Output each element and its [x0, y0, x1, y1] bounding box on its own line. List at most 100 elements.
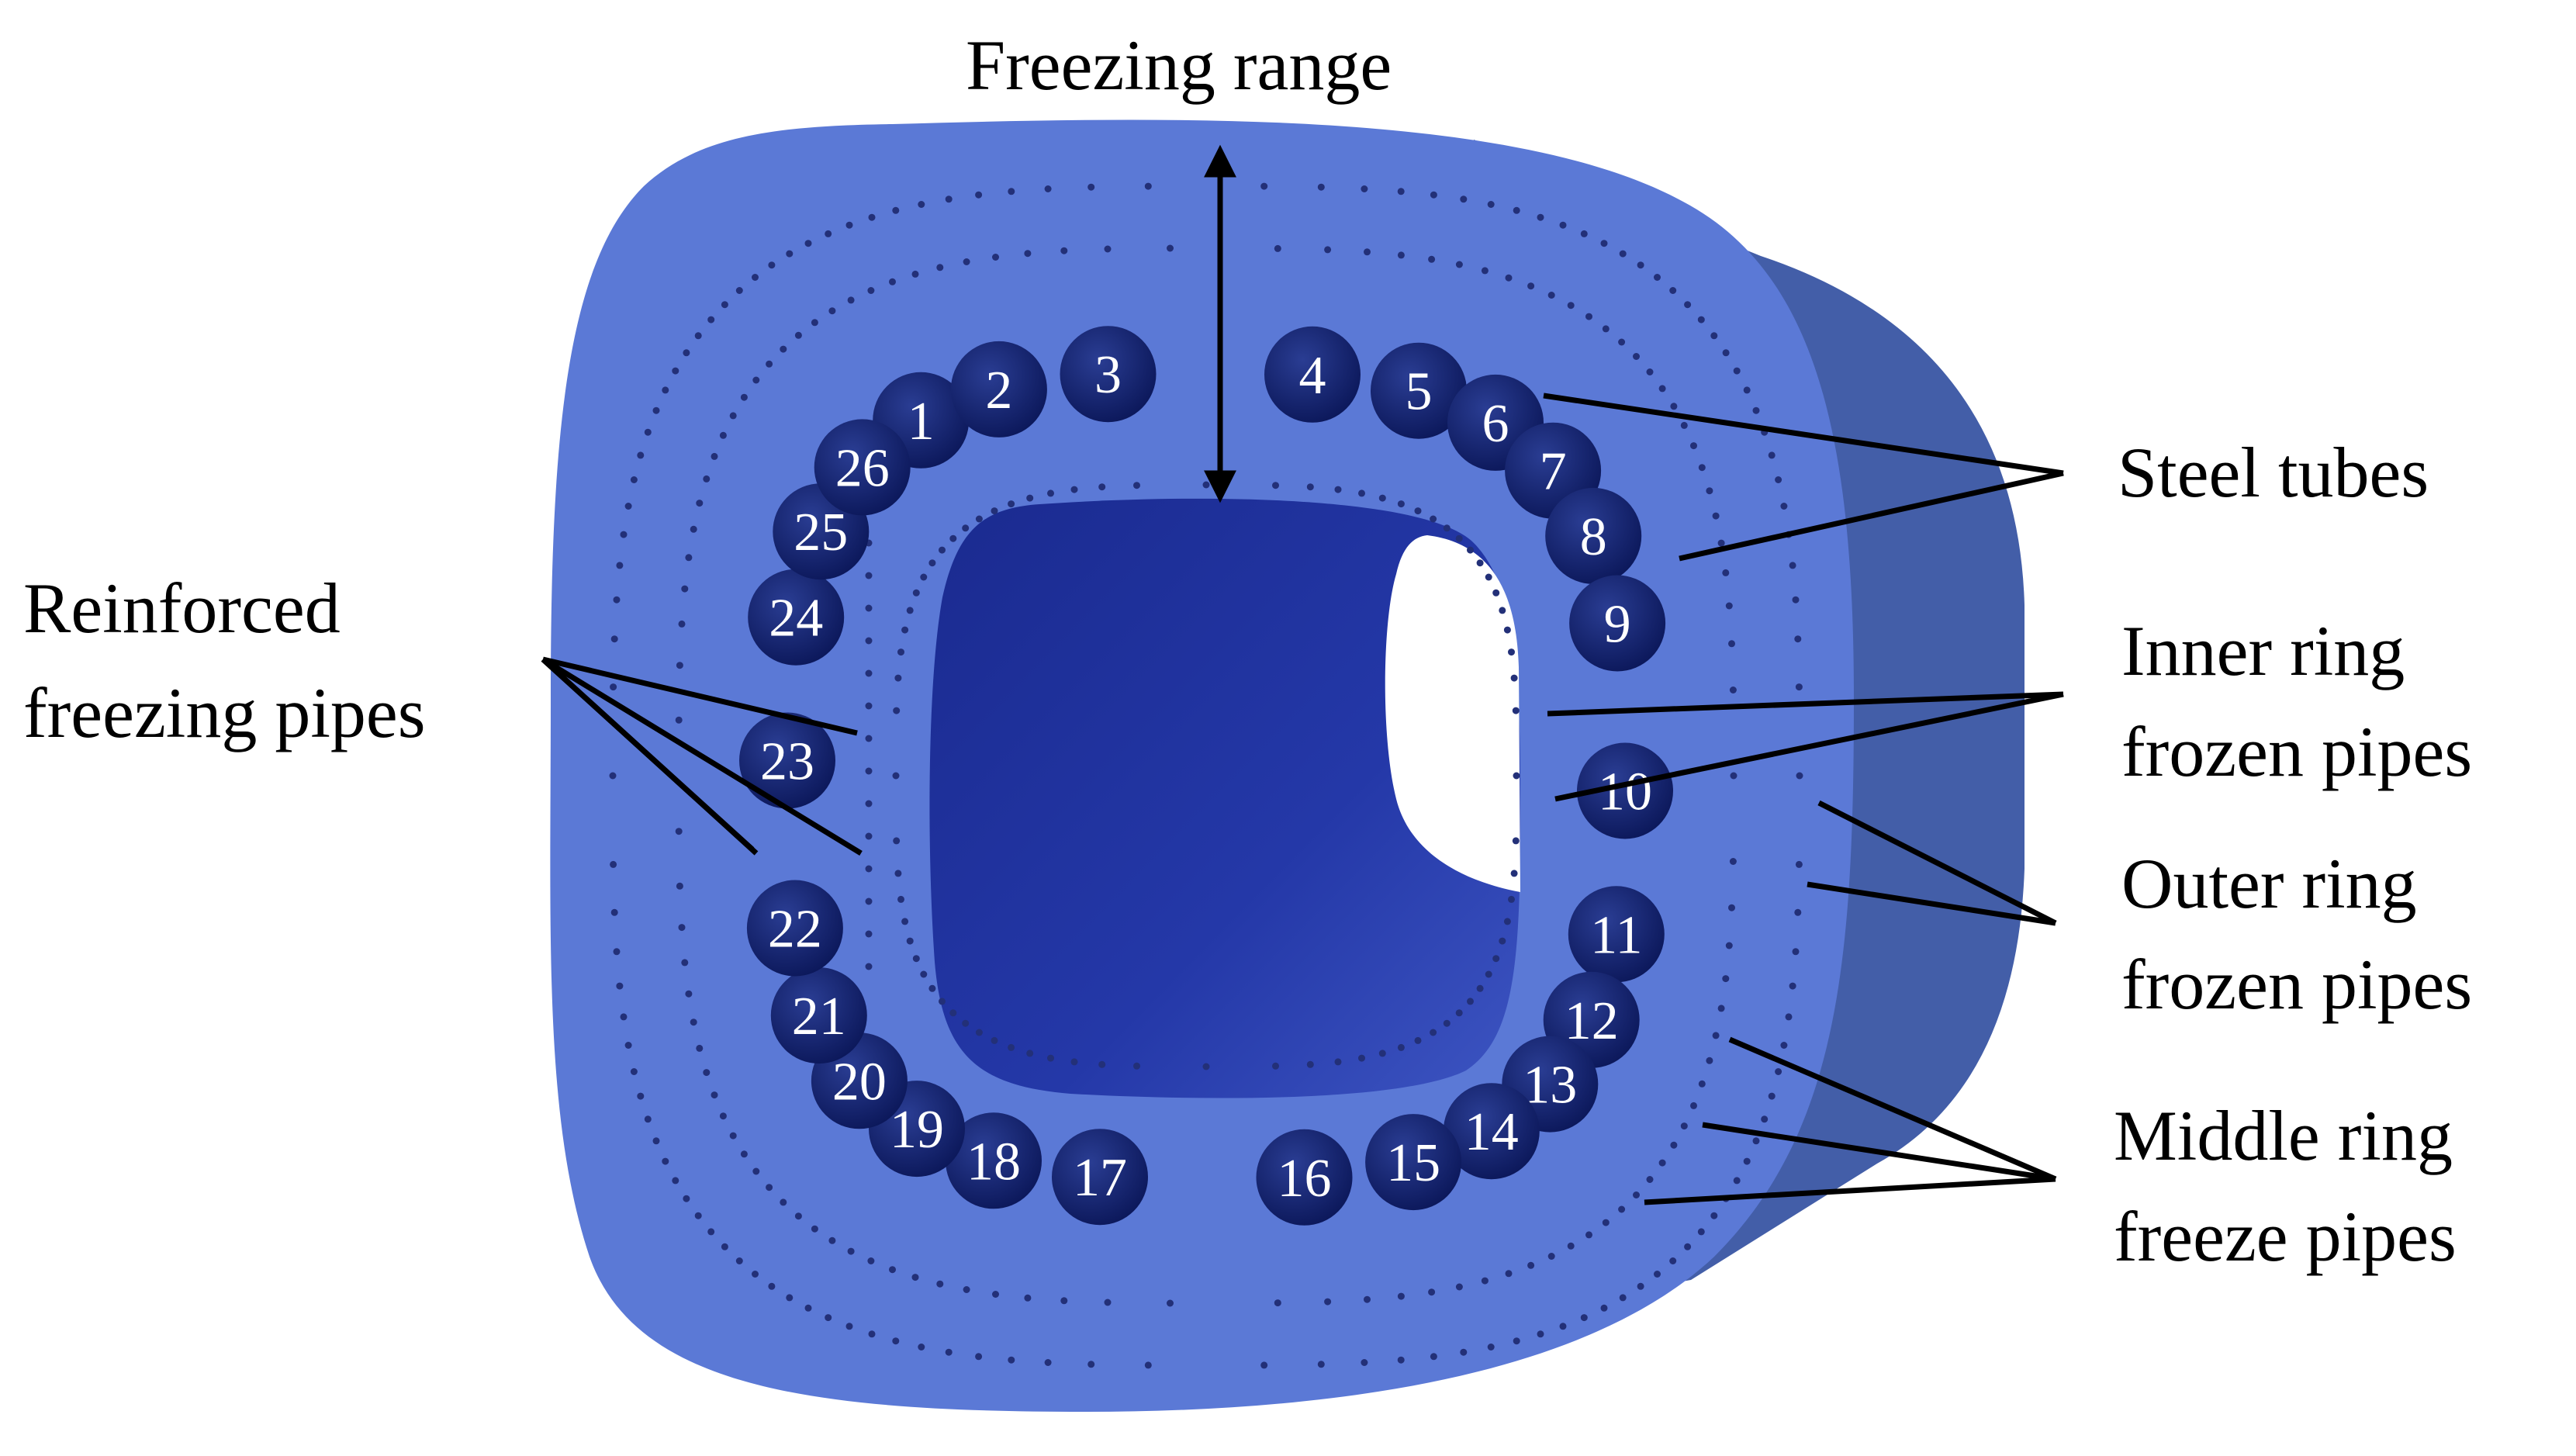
freeze-pipe-dot [825, 1314, 832, 1322]
steel-tube: 16 [1256, 1129, 1353, 1226]
freeze-pipe-dot [1044, 1359, 1052, 1366]
freeze-pipe-dot [918, 201, 925, 208]
freeze-pipe-dot [1670, 403, 1678, 410]
freeze-pipe-dot [1580, 1314, 1588, 1322]
freeze-pipe-dot [1680, 421, 1688, 429]
freeze-pipe-dot [703, 1069, 711, 1077]
freeze-pipe-dot [1513, 1337, 1520, 1345]
freeze-pipe-dot [992, 1291, 999, 1298]
freeze-pipe-dot [637, 1092, 645, 1100]
freeze-pipe-dot [721, 301, 728, 309]
steel-tube-number: 22 [768, 900, 822, 960]
steel-tube-number: 6 [1482, 394, 1509, 454]
freeze-pipe-dot [1619, 250, 1627, 258]
freeze-pipe-dot [992, 254, 999, 261]
freeze-pipe-dot [752, 274, 759, 281]
freeze-pipe-dot [975, 1353, 983, 1361]
freeze-pipe-dot [991, 1036, 998, 1044]
freeze-pipe-dot [1397, 1043, 1405, 1051]
freeze-pipe-dot [1364, 248, 1371, 256]
freeze-pipe-dot [911, 270, 919, 278]
freeze-pipe-dot [1026, 1050, 1034, 1057]
freeze-pipe-dot [1527, 1261, 1535, 1269]
freeze-pipe-dot [1499, 607, 1506, 614]
freeze-pipe-dot [1684, 1243, 1692, 1250]
freeze-pipe-dot [786, 1294, 794, 1302]
freeze-pipe-dot [1728, 904, 1735, 911]
freeze-pipe-dot [1602, 325, 1610, 333]
freeze-pipe-dot [894, 674, 902, 682]
freeze-pipe-dot [719, 1112, 727, 1120]
freeze-pipe-dot [1510, 674, 1518, 682]
steel-tube: 5 [1371, 342, 1467, 439]
freeze-pipe-dot [1684, 301, 1692, 309]
steel-tube-circle [814, 419, 911, 516]
freeze-pipe-dot [1306, 1060, 1314, 1068]
freeze-pipe-dot [1761, 1115, 1769, 1123]
freeze-pipe-dot [1476, 984, 1484, 992]
steel-tube: 21 [770, 967, 867, 1064]
freeze-pipe-dot [696, 500, 704, 507]
freeze-pipe-dot [1378, 494, 1386, 502]
freeze-pipe-dot [1260, 182, 1268, 190]
freeze-pipe-dot [901, 626, 909, 634]
freeze-pipe-dot [1722, 975, 1730, 983]
freeze-pipe-dot [1272, 1062, 1279, 1070]
freeze-pipe-dot [610, 683, 617, 691]
freeze-pipe-dot [1728, 640, 1735, 648]
steel-tube-number: 4 [1299, 346, 1326, 406]
steel-tube-circle [1052, 1129, 1148, 1226]
reinforced-pipe-dot [865, 637, 873, 645]
freeze-pipe-dot [1272, 482, 1279, 489]
freeze-pipe-dot [1443, 1019, 1451, 1027]
steel-tube-circle [1569, 575, 1666, 672]
steel-tube-number: 11 [1590, 905, 1642, 965]
label-inner-line1: Inner ring [2121, 611, 2405, 690]
steel-tube: 22 [746, 880, 843, 977]
freeze-pipe-dot [794, 1212, 802, 1220]
freeze-pipe-dot [1487, 1344, 1495, 1351]
freeze-pipe-dot [825, 230, 832, 237]
freeze-pipe-dot [897, 648, 904, 656]
freeze-pipe-dot [740, 393, 748, 401]
freeze-pipe-dot [845, 1323, 853, 1330]
freeze-pipe-dot [1455, 1009, 1463, 1017]
freeze-pipe-dot [1618, 1205, 1626, 1213]
freeze-pipe-dot [1397, 500, 1405, 508]
freeze-pipe-dot [1547, 292, 1555, 299]
steel-tube-number: 20 [832, 1052, 887, 1112]
freeze-pipe-dot [735, 287, 743, 294]
freeze-pipe-dot [847, 296, 855, 304]
freeze-pipe-dot [1481, 1277, 1489, 1285]
freeze-pipe-dot [1585, 313, 1592, 320]
freeze-pipe-dot [1602, 1219, 1610, 1226]
freeze-pipe-dot [892, 772, 900, 780]
freeze-pipe-dot [780, 1198, 787, 1206]
freeze-pipe-dot [912, 589, 920, 597]
freeze-pipe-dot [889, 1266, 896, 1274]
freeze-pipe-dot [1585, 1231, 1592, 1239]
freeze-pipe-dot [1274, 244, 1281, 252]
freeze-pipe-dot [949, 534, 957, 542]
freeze-pipe-dot [1324, 246, 1332, 254]
freeze-pipe-dot [685, 990, 693, 998]
freeze-pipe-dot [893, 707, 901, 714]
freeze-pipe-dot [1505, 1270, 1513, 1278]
freeze-pipe-dot [1104, 245, 1112, 253]
freeze-pipe-dot [1789, 982, 1796, 990]
freeze-pipe-dot [1637, 261, 1644, 269]
steel-tube: 18 [946, 1112, 1042, 1209]
freeze-pipe-dot [1324, 1298, 1332, 1306]
freeze-pipe-dot [1428, 255, 1436, 263]
freeze-pipe-dot [1008, 1043, 1015, 1051]
freeze-pipe-dot [1414, 507, 1422, 515]
freeze-pipe-dot [804, 1304, 812, 1312]
freeze-pipe-dot [1070, 1058, 1078, 1066]
freeze-pipe-dot [828, 1236, 836, 1244]
label-inner-line2: frozen pipes [2121, 712, 2472, 791]
steel-tube: 14 [1443, 1083, 1540, 1180]
steel-tube-number: 23 [760, 732, 814, 792]
steel-tube-circle [1365, 1114, 1462, 1211]
freeze-pipe-dot [1633, 353, 1640, 360]
freeze-pipe-dot [962, 1019, 970, 1027]
